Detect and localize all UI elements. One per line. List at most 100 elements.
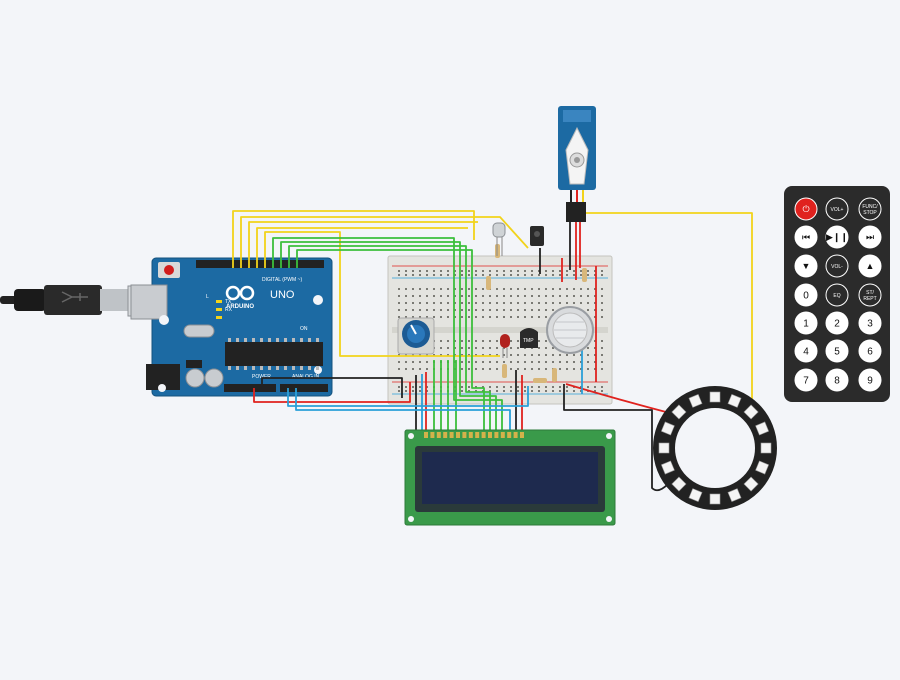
lcd-pin: [449, 432, 454, 438]
remote-button-label: 1: [803, 319, 809, 330]
remote-button-face: [825, 368, 849, 392]
remote-button-face: [858, 197, 882, 221]
remote-button-face: [858, 339, 882, 363]
neopixel-led: [755, 460, 770, 475]
remote-button-1[interactable]: ⏻: [794, 197, 818, 221]
remote-button-18[interactable]: 6: [858, 339, 882, 363]
analog-header: [280, 384, 328, 392]
remote-button-face: [794, 283, 818, 307]
neopixel-led: [709, 391, 721, 403]
digital-header: [196, 260, 324, 268]
temp-sensor-label: TMP: [523, 338, 534, 344]
wire-blue: [295, 388, 511, 435]
servo-motor[interactable]: [558, 106, 596, 222]
red-led[interactable]: [500, 334, 510, 358]
remote-button-label: 0: [803, 291, 809, 302]
wire-yellow: [248, 221, 478, 268]
remote-button-17[interactable]: 5: [825, 339, 849, 363]
wire-green: [288, 245, 491, 435]
lcd-pin: [507, 432, 512, 438]
resistor: [552, 368, 557, 382]
resistor: [533, 378, 547, 383]
remote-button-label: ST/: [866, 290, 874, 296]
remote-button-8[interactable]: VOL-: [825, 254, 849, 278]
lcd-pin: [513, 432, 518, 438]
potentiometer[interactable]: [397, 317, 435, 355]
remote-button-label: FUNC/: [862, 204, 878, 210]
lcd-pin: [481, 432, 486, 438]
remote-button-15[interactable]: 3: [858, 311, 882, 335]
remote-button-20[interactable]: 8: [825, 368, 849, 392]
lcd-pin: [436, 432, 441, 438]
wire-yellow: [240, 216, 529, 268]
wire-black: [261, 377, 403, 398]
remote-button-6[interactable]: ⏭: [858, 225, 882, 249]
power-header: [224, 384, 276, 392]
remote-button-4[interactable]: ⏮: [794, 225, 818, 249]
gas-sensor[interactable]: [546, 306, 594, 354]
resistor: [582, 268, 587, 282]
photoresistor[interactable]: [492, 222, 506, 256]
breadboard[interactable]: [387, 255, 613, 405]
remote-button-2[interactable]: VOL+: [825, 197, 849, 221]
on-label: ON: [300, 326, 308, 332]
remote-button-11[interactable]: EQ: [825, 283, 849, 307]
remote-button-label: 8: [834, 376, 840, 387]
wires: [232, 210, 753, 492]
digital-label: DIGITAL (PWM ~): [262, 277, 302, 283]
lcd-pin: [475, 432, 480, 438]
remote-button-7[interactable]: ▼: [794, 254, 818, 278]
wire-green: [296, 249, 485, 435]
neopixel-ring[interactable]: [653, 386, 777, 510]
remote-button-21[interactable]: 9: [858, 368, 882, 392]
remote-button-face: [858, 283, 882, 307]
lcd-pin: [468, 432, 473, 438]
remote-button-face: [858, 311, 882, 335]
remote-button-face: [794, 311, 818, 335]
remote-button-face: [794, 225, 818, 249]
neopixel-led: [671, 476, 687, 492]
neopixel-led: [660, 460, 675, 475]
lcd-screen: [422, 452, 598, 504]
remote-button-9[interactable]: ▲: [858, 254, 882, 278]
wire-red-ring: [565, 383, 667, 413]
ir-remote[interactable]: ⏻ VOL+ FUNC/STOP ⏮ ▶❙❙ ⏭ ▼ VOL- ▲ 0 EQ ST/REPT 1 2 3 4 5…: [784, 186, 890, 402]
neopixel-led: [709, 493, 721, 505]
wire-yellow-ir: [586, 212, 753, 402]
lcd-16x2[interactable]: [404, 429, 616, 526]
remote-button-12[interactable]: ST/REPT: [858, 283, 882, 307]
wire-red: [253, 382, 411, 403]
remote-button-face: [825, 283, 849, 307]
temperature-sensor[interactable]: TMP: [520, 328, 538, 348]
tx-label: TX: [225, 299, 232, 305]
remote-button-label: 4: [803, 347, 809, 358]
lcd-pin: [456, 432, 460, 438]
reset-button[interactable]: [164, 265, 174, 275]
remote-button-label: VOL-: [831, 264, 843, 270]
wire-yellow: [232, 210, 475, 268]
rx-label: RX: [225, 307, 233, 313]
remote-button-3[interactable]: FUNC/STOP: [858, 197, 882, 221]
arduino-brand-label: ARDUINO: [226, 304, 254, 310]
remote-button-10[interactable]: 0: [794, 283, 818, 307]
remote-button-label: ⏭: [866, 232, 874, 242]
arduino-uno-board[interactable]: TX RX L ON UNO ARDUINO DIGITAL (PWM ~) P…: [130, 257, 333, 397]
power-label: POWER: [252, 374, 271, 380]
remote-button-5[interactable]: ▶❙❙: [825, 225, 849, 249]
lcd-pin: [430, 432, 435, 438]
neopixel-led: [743, 404, 759, 420]
servo-connector: [566, 202, 586, 222]
lcd-pin: [500, 432, 505, 438]
lcd-pin: [443, 432, 448, 438]
arduino-infinity-logo: [225, 285, 255, 301]
ir-receiver[interactable]: [530, 226, 544, 246]
remote-button-16[interactable]: 4: [794, 339, 818, 363]
remote-button-label: 3: [867, 319, 873, 330]
wire-yellow: [256, 227, 468, 268]
remote-button-13[interactable]: 1: [794, 311, 818, 335]
remote-button-19[interactable]: 7: [794, 368, 818, 392]
remote-button-face: [858, 225, 882, 249]
remote-button-label: 5: [834, 347, 840, 358]
remote-button-14[interactable]: 2: [825, 311, 849, 335]
